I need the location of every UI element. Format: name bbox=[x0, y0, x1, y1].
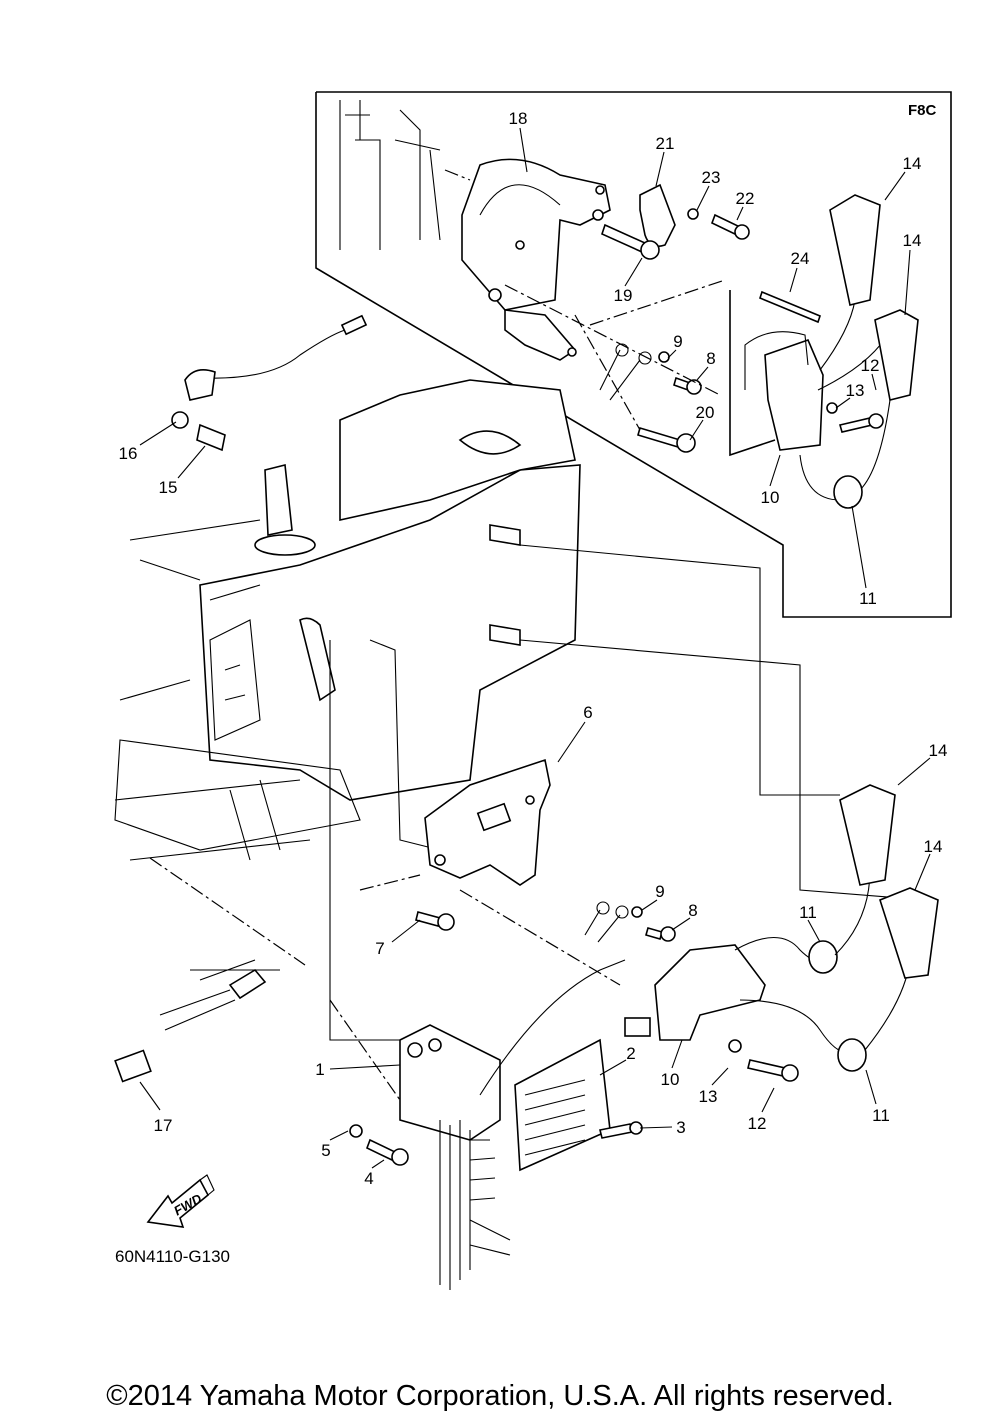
callout-11: 11 bbox=[872, 1106, 890, 1125]
bolt bbox=[601, 223, 660, 260]
washer bbox=[728, 1039, 742, 1053]
callout-14: 14 bbox=[903, 154, 922, 173]
callout-22: 22 bbox=[736, 189, 755, 208]
cable-tie bbox=[759, 290, 821, 324]
callout-18: 18 bbox=[509, 109, 528, 128]
diagram-code: 60N4110-G130 bbox=[115, 1247, 230, 1266]
callout-15: 15 bbox=[159, 478, 178, 497]
leader-lines bbox=[139, 127, 931, 1169]
washer bbox=[658, 351, 670, 363]
inset-frame bbox=[315, 91, 952, 618]
routing-line bbox=[329, 640, 400, 1041]
routing-line bbox=[519, 639, 901, 899]
bolt bbox=[415, 911, 455, 931]
callout-16: 16 bbox=[119, 444, 138, 463]
engine-block bbox=[114, 379, 581, 861]
callout-4: 4 bbox=[364, 1169, 373, 1188]
callout-17: 17 bbox=[154, 1116, 173, 1135]
callout-10: 10 bbox=[661, 1070, 680, 1089]
ignition-bracket bbox=[424, 758, 551, 886]
callout-19: 19 bbox=[614, 286, 633, 305]
bolt bbox=[365, 1138, 409, 1166]
bolt bbox=[838, 413, 884, 433]
callout-21: 21 bbox=[656, 134, 675, 153]
bolt bbox=[673, 376, 702, 395]
callout-20: 20 bbox=[696, 403, 715, 422]
rectifier-regulator bbox=[514, 1038, 611, 1172]
callout-12: 12 bbox=[861, 356, 880, 375]
clamp bbox=[639, 183, 676, 248]
cdi-unit bbox=[399, 959, 626, 1290]
washer bbox=[826, 402, 838, 414]
washer bbox=[687, 208, 699, 220]
callout-14: 14 bbox=[924, 837, 943, 856]
callout-1: 1 bbox=[315, 1060, 324, 1079]
callout-12: 12 bbox=[748, 1114, 767, 1133]
callout-9: 9 bbox=[655, 882, 664, 901]
callout-11: 11 bbox=[799, 903, 817, 922]
ignition-coil-bracket bbox=[461, 158, 611, 361]
callout-13: 13 bbox=[846, 381, 865, 400]
inset-engine-outline bbox=[339, 100, 441, 250]
callout-2: 2 bbox=[626, 1044, 635, 1063]
bolt bbox=[645, 926, 676, 942]
ignition-coil-inset bbox=[729, 194, 919, 509]
ignition-coil bbox=[624, 784, 939, 1072]
callout-11: 11 bbox=[859, 589, 877, 608]
callout-5: 5 bbox=[321, 1141, 330, 1160]
thermo-switch bbox=[114, 959, 280, 1083]
callout-9: 9 bbox=[673, 332, 682, 351]
copyright-notice: ©2014 Yamaha Motor Corporation, U.S.A. A… bbox=[106, 1380, 894, 1412]
washer bbox=[349, 1124, 363, 1138]
routing-line bbox=[369, 639, 441, 851]
bolt bbox=[747, 1059, 799, 1082]
callout-8: 8 bbox=[688, 901, 697, 920]
terminals bbox=[584, 901, 629, 943]
callout-23: 23 bbox=[702, 168, 721, 187]
callout-7: 7 bbox=[375, 939, 384, 958]
screw bbox=[599, 1121, 643, 1139]
callout-14: 14 bbox=[903, 231, 922, 250]
callout-10: 10 bbox=[761, 488, 780, 507]
spark-plug-cap-lead bbox=[171, 314, 368, 452]
washer bbox=[631, 906, 643, 918]
fwd-arrow-icon: FWD bbox=[146, 1174, 215, 1228]
callout-14: 14 bbox=[929, 741, 948, 760]
callout-24: 24 bbox=[791, 249, 810, 268]
terminals bbox=[599, 343, 652, 401]
bolt bbox=[710, 213, 750, 240]
bolt bbox=[637, 427, 696, 453]
callout-6: 6 bbox=[583, 703, 592, 722]
callout-3: 3 bbox=[676, 1118, 685, 1137]
callout-8: 8 bbox=[706, 349, 715, 368]
callout-13: 13 bbox=[699, 1087, 718, 1106]
inset-model-tag: F8C bbox=[908, 102, 937, 119]
